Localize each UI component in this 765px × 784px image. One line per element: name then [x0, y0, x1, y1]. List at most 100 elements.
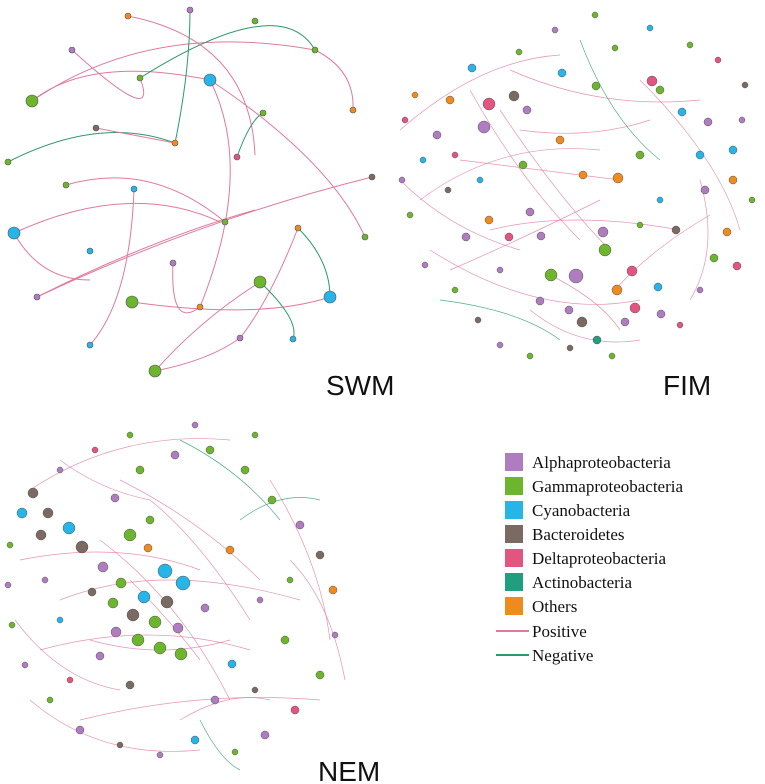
- network-label-fim: FIM: [663, 370, 711, 401]
- node: [445, 95, 455, 105]
- node: [700, 185, 710, 195]
- node: [123, 528, 137, 542]
- legend-swatch: [505, 597, 523, 615]
- edge: [71, 49, 145, 99]
- node: [467, 63, 477, 73]
- edge: [239, 497, 321, 521]
- node: [361, 233, 369, 241]
- node: [116, 741, 124, 749]
- node: [504, 232, 514, 242]
- node: [508, 90, 520, 102]
- node: [576, 316, 588, 328]
- node: [368, 173, 376, 181]
- network-nem-edges: [14, 438, 346, 771]
- node: [518, 160, 528, 170]
- node: [646, 75, 658, 87]
- node: [8, 621, 16, 629]
- legend-swatch: [505, 525, 523, 543]
- node: [311, 46, 319, 54]
- node: [126, 431, 134, 439]
- node: [289, 335, 297, 343]
- node: [107, 597, 119, 609]
- node: [240, 465, 250, 475]
- network-label-nem: NEM: [318, 756, 380, 784]
- node: [7, 226, 21, 240]
- node: [251, 431, 259, 439]
- node: [564, 305, 574, 315]
- node: [280, 635, 290, 645]
- node: [256, 596, 264, 604]
- node: [41, 576, 49, 584]
- node: [95, 651, 105, 661]
- node: [544, 268, 558, 282]
- node: [160, 595, 174, 609]
- legend-label-negative: Negative: [532, 646, 593, 665]
- edge: [314, 49, 354, 111]
- node: [461, 232, 471, 242]
- edge: [269, 479, 331, 641]
- node: [200, 603, 210, 613]
- node: [695, 150, 705, 160]
- edge: [29, 438, 231, 491]
- node: [125, 295, 139, 309]
- legend-label-others: Others: [532, 597, 577, 616]
- legend: Alphaproteobacteria Gammaproteobacteria …: [496, 453, 683, 665]
- node: [251, 686, 259, 694]
- edge: [297, 227, 331, 298]
- node: [732, 261, 742, 271]
- edge: [689, 179, 709, 301]
- legend-swatch: [505, 549, 523, 567]
- node: [148, 615, 162, 629]
- node: [703, 117, 713, 127]
- edge: [154, 337, 241, 372]
- node: [515, 48, 523, 56]
- edge: [95, 127, 176, 144]
- node: [4, 158, 12, 166]
- edge: [154, 281, 261, 372]
- node: [227, 659, 237, 669]
- node: [267, 495, 277, 505]
- node: [482, 97, 496, 111]
- node: [221, 218, 229, 226]
- node: [597, 226, 609, 238]
- node: [612, 172, 624, 184]
- edge: [259, 281, 295, 340]
- node: [328, 585, 338, 595]
- edge: [13, 232, 91, 281]
- node: [714, 56, 722, 64]
- node: [676, 321, 684, 329]
- node: [551, 26, 559, 34]
- edge: [99, 539, 231, 701]
- node: [477, 120, 491, 134]
- edge: [419, 148, 601, 201]
- node: [62, 181, 70, 189]
- node: [46, 696, 54, 704]
- node: [174, 647, 188, 661]
- node: [97, 561, 109, 573]
- node: [677, 107, 687, 117]
- network-fim-nodes: [398, 11, 756, 360]
- edge: [449, 199, 601, 271]
- node: [646, 24, 654, 32]
- edge: [29, 699, 201, 752]
- node: [157, 563, 173, 579]
- node: [62, 521, 76, 535]
- node: [432, 130, 442, 140]
- node: [169, 259, 177, 267]
- edge: [127, 15, 256, 156]
- node: [259, 109, 267, 117]
- node: [175, 575, 191, 591]
- node: [568, 268, 584, 284]
- node: [419, 156, 427, 164]
- network-swm-edges: [7, 9, 373, 372]
- edge: [31, 41, 316, 102]
- node: [591, 11, 599, 19]
- network-label-swm: SWM: [326, 370, 394, 401]
- network-swm-nodes: [4, 6, 376, 378]
- edge: [549, 274, 621, 331]
- legend-swatch: [505, 573, 523, 591]
- node: [474, 316, 482, 324]
- node: [75, 725, 85, 735]
- node: [496, 341, 504, 349]
